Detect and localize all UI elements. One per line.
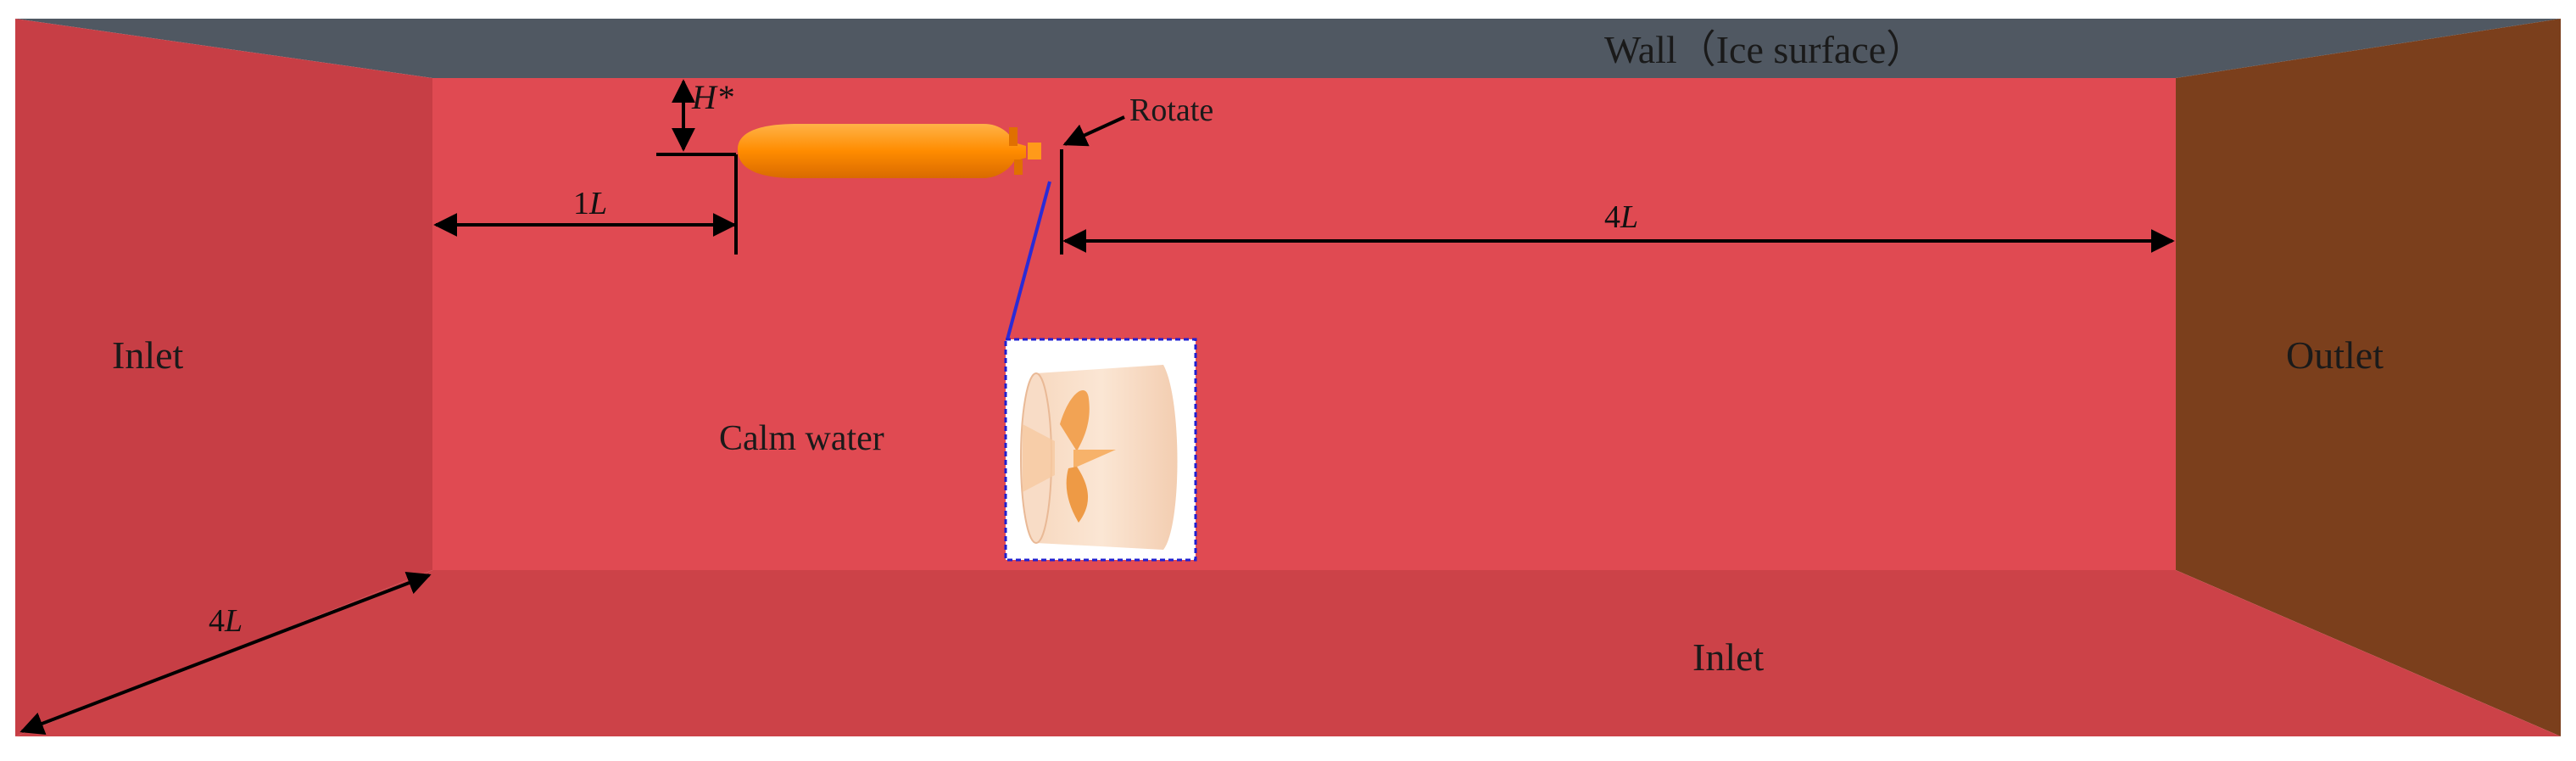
depth-label: H* xyxy=(691,78,733,116)
inset-leader-line xyxy=(1006,181,1051,340)
wall-ice-surface xyxy=(15,19,2561,78)
width-dimension xyxy=(20,571,432,736)
calm-water-label: Calm water xyxy=(719,419,884,458)
rotate-label: Rotate xyxy=(1129,92,1213,128)
depth-marker xyxy=(656,79,736,156)
downstream-dimension xyxy=(1060,149,2175,255)
width-dimension-label: 4L xyxy=(209,603,243,639)
auv-model xyxy=(738,124,1041,178)
downstream-dimension-label: 4L xyxy=(1604,199,1638,235)
inlet-left-face xyxy=(15,19,432,736)
rotate-arrow xyxy=(1062,115,1125,147)
outlet-face xyxy=(2176,19,2561,736)
propeller-inset xyxy=(1004,338,1197,562)
wall-label: Wall（Ice surface） xyxy=(1604,28,1925,71)
upstream-dimension xyxy=(433,154,738,255)
upstream-dimension-label: 1L xyxy=(573,186,607,221)
inlet-left-label: Inlet xyxy=(112,333,184,377)
inlet-bottom-face xyxy=(15,570,2561,736)
inlet-bottom-label: Inlet xyxy=(1692,635,1765,679)
back-face xyxy=(432,78,2176,570)
outlet-label: Outlet xyxy=(2286,333,2384,377)
